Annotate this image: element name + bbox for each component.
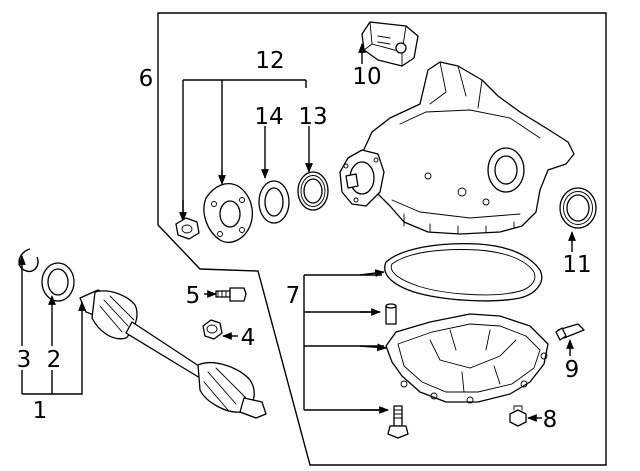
differential-housing-part [339,61,575,235]
callout-8: 8 [543,407,558,433]
axle-shaft-part [79,289,267,419]
leader-7 [303,274,386,411]
callout-1: 1 [33,398,48,424]
snap-ring-part [18,248,39,273]
pinion-seal-part-13 [297,171,329,211]
callout-10: 10 [352,64,381,90]
diff-cover-part [385,313,549,404]
side-seal-part-11 [559,187,597,229]
callout-2: 2 [47,347,62,373]
spacer-ring-part-14 [258,180,290,224]
callout-6: 6 [139,66,154,92]
callout-14: 14 [254,104,283,130]
bolt-part-5 [215,287,247,302]
leader-7-arrow-cover [359,343,387,352]
seal-ring-part [41,262,75,302]
callout-7: 7 [286,283,301,309]
leader-1-link [21,370,53,394]
nut-part-4 [202,319,223,340]
companion-flange-part [203,183,253,243]
callout-13: 13 [298,104,327,130]
leader-1 [22,301,86,395]
callout-3: 3 [17,347,32,373]
leader-7-arrow-gasket [359,269,385,277]
cover-gasket-part [384,242,543,302]
vent-fitting-part-9 [555,323,585,341]
callout-12: 12 [255,48,284,74]
callout-4: 4 [241,325,256,351]
drain-plug-part-8 [509,405,527,427]
flange-nut-part [175,217,200,240]
cover-bolt-part [387,405,409,439]
callout-9: 9 [565,357,580,383]
callout-11: 11 [562,252,591,278]
dowel-pin-part [385,303,397,325]
callout-5: 5 [186,283,201,309]
assembly-boundary [157,12,607,466]
actuator-part-10 [361,21,419,67]
leader-12 [182,79,307,221]
